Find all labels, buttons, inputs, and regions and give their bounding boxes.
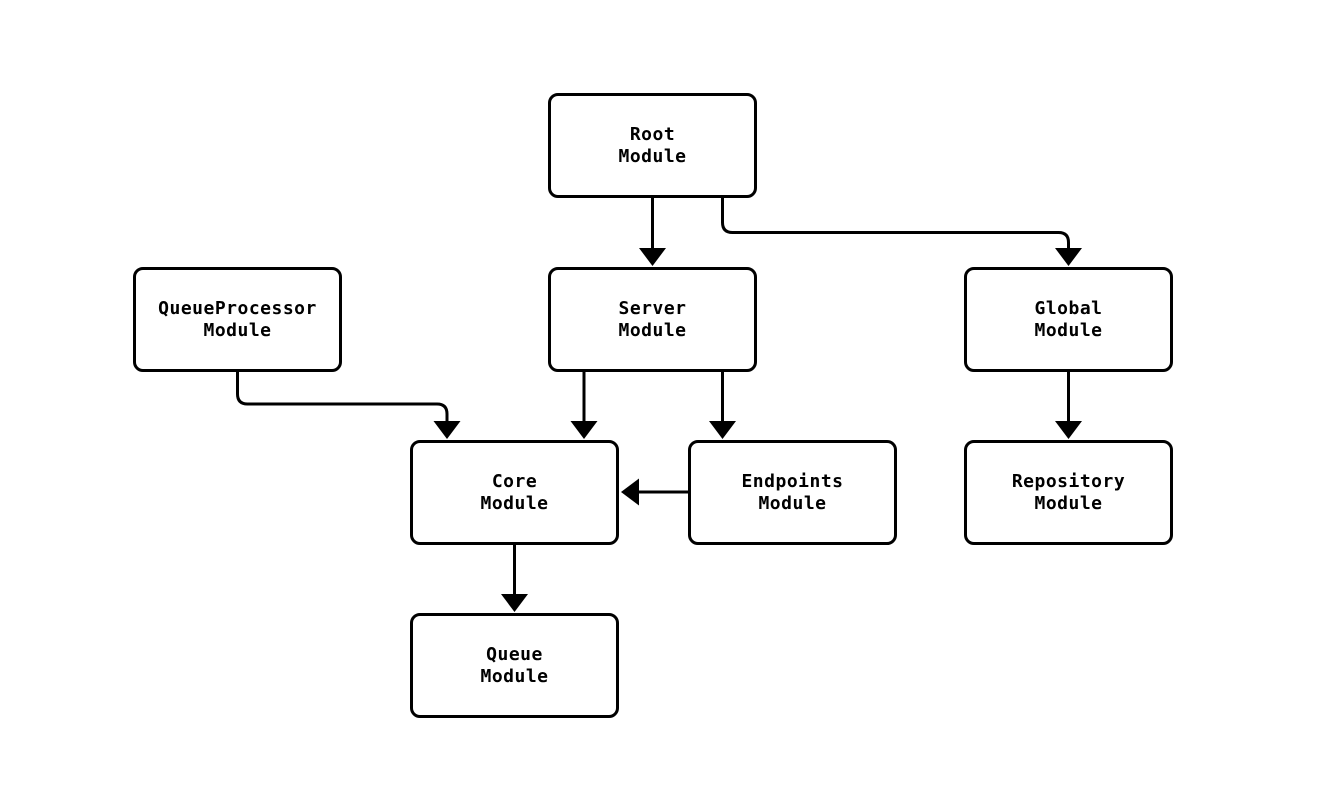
edge-global-repository-arrowhead bbox=[1055, 421, 1082, 439]
edge-core-queue-arrowhead bbox=[501, 594, 528, 612]
node-global-module: Global Module bbox=[964, 267, 1173, 372]
edge-root-server-arrowhead bbox=[639, 248, 666, 266]
node-global-module-label: Global Module bbox=[1034, 297, 1103, 341]
node-server-module-label: Server Module bbox=[618, 297, 687, 341]
node-queueprocessor-module-label: QueueProcessor Module bbox=[158, 297, 317, 341]
edge-queueprocessor-core-line bbox=[236, 371, 449, 421]
node-repository-module: Repository Module bbox=[964, 440, 1173, 545]
node-core-module: Core Module bbox=[410, 440, 619, 545]
edge-server-endpoints-arrowhead bbox=[709, 421, 736, 439]
edge-endpoints-core-arrowhead bbox=[621, 478, 639, 506]
edge-queueprocessor-core-arrowhead bbox=[433, 421, 461, 439]
node-queue-module-label: Queue Module bbox=[480, 643, 549, 687]
node-queue-module: Queue Module bbox=[410, 613, 619, 718]
edge-root-global-arrowhead bbox=[1055, 248, 1082, 266]
node-root-module-label: Root Module bbox=[618, 123, 687, 167]
edge-root-global-line bbox=[721, 197, 1070, 248]
node-server-module: Server Module bbox=[548, 267, 757, 372]
node-repository-module-label: Repository Module bbox=[1011, 470, 1126, 514]
node-root-module: Root Module bbox=[548, 93, 757, 198]
node-endpoints-module: Endpoints Module bbox=[688, 440, 897, 545]
node-endpoints-module-label: Endpoints Module bbox=[741, 470, 844, 514]
node-queueprocessor-module: QueueProcessor Module bbox=[133, 267, 342, 372]
edge-server-core-arrowhead bbox=[570, 421, 598, 439]
node-core-module-label: Core Module bbox=[480, 470, 549, 514]
